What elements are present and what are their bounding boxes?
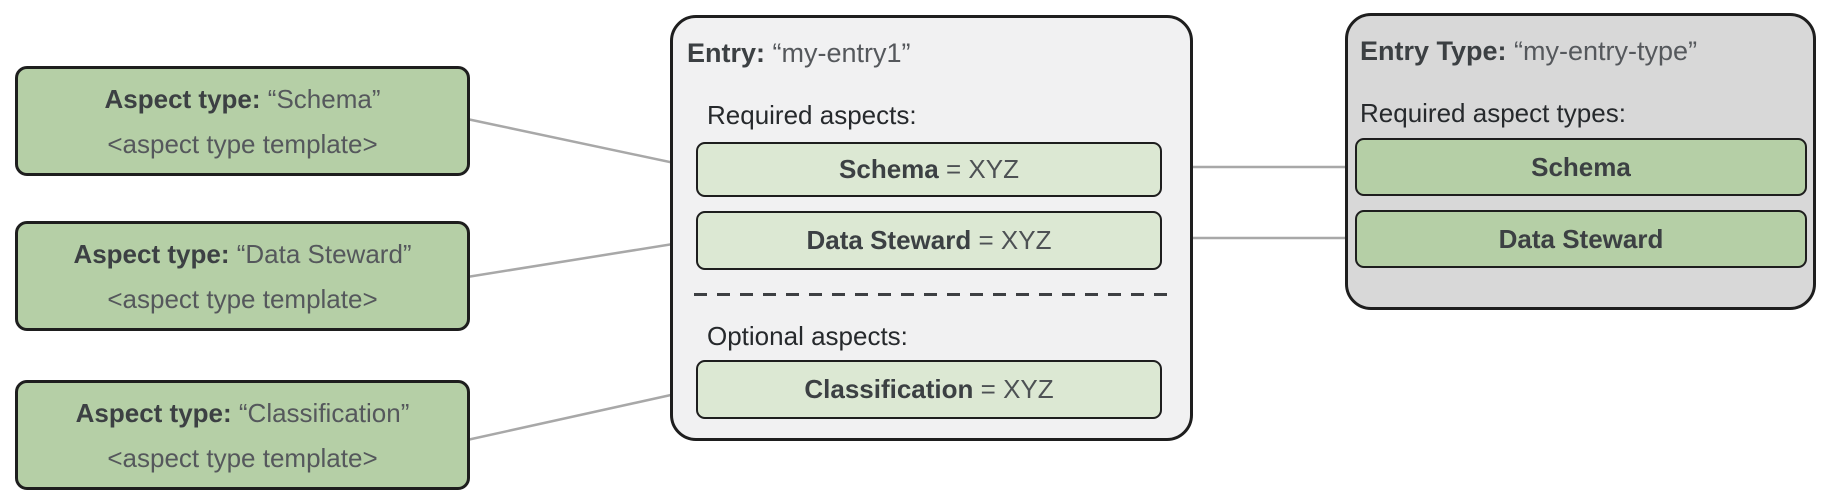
entry-type-box: Entry Type: “my-entry-type” Required asp…: [1345, 13, 1816, 310]
aspect-value: = XYZ: [978, 225, 1052, 255]
aspect-type-title: Aspect type: “Data Steward”: [73, 241, 411, 267]
entry-label: Entry:: [687, 38, 766, 68]
aspect-type-box-schema: Aspect type: “Schema” <aspect type templ…: [15, 66, 470, 176]
required-aspects-label: Required aspects:: [707, 100, 917, 130]
entry-type-label: Entry Type:: [1360, 36, 1507, 66]
aspect-type-name: “Schema”: [267, 83, 381, 114]
aspect-value: = XYZ: [945, 154, 1019, 184]
aspect-name: Schema: [839, 154, 939, 184]
aspect-type-template: <aspect type template>: [107, 442, 378, 473]
aspect-name: Data Steward: [806, 225, 972, 255]
aspect-type-label: Aspect type:: [75, 397, 232, 428]
aspect-row-schema: Schema = XYZ: [696, 142, 1162, 197]
entry-name: “my-entry1”: [772, 38, 911, 68]
connector-steward-template-to-entry: [466, 238, 699, 279]
aspect-type-label: Aspect type:: [104, 83, 261, 114]
aspect-value: = XYZ: [980, 374, 1054, 404]
aspect-type-box-data-steward: Aspect type: “Data Steward” <aspect type…: [15, 221, 470, 331]
aspect-type-label: Aspect type:: [73, 238, 230, 269]
aspect-type-row-data-steward: Data Steward: [1355, 210, 1807, 268]
required-aspect-types-label: Required aspect types:: [1360, 98, 1626, 128]
entry-type-name: “my-entry-type”: [1514, 36, 1698, 66]
optional-aspects-label: Optional aspects:: [707, 321, 908, 351]
aspect-name: Classification: [804, 374, 974, 404]
aspect-row-classification: Classification = XYZ: [696, 360, 1162, 419]
connector-schema-template-to-entry: [466, 117, 699, 170]
aspect-type-template: <aspect type template>: [107, 283, 378, 314]
dashed-divider: [694, 293, 1170, 296]
entry-title: Entry: “my-entry1”: [687, 38, 911, 69]
aspect-type-name: “Data Steward”: [236, 238, 412, 269]
aspect-type-template: <aspect type template>: [107, 128, 378, 159]
connector-classification-template-to-entry: [466, 387, 699, 442]
aspect-type-box-classification: Aspect type: “Classification” <aspect ty…: [15, 380, 470, 490]
aspect-row-data-steward: Data Steward = XYZ: [696, 211, 1162, 270]
aspect-type-name: “Classification”: [238, 397, 410, 428]
entry-type-title: Entry Type: “my-entry-type”: [1360, 36, 1697, 67]
aspect-type-row-schema: Schema: [1355, 138, 1807, 196]
entry-box: Entry: “my-entry1” Required aspects: Sch…: [670, 15, 1193, 441]
aspect-type-title: Aspect type: “Schema”: [105, 86, 381, 112]
aspect-type-title: Aspect type: “Classification”: [76, 400, 410, 426]
